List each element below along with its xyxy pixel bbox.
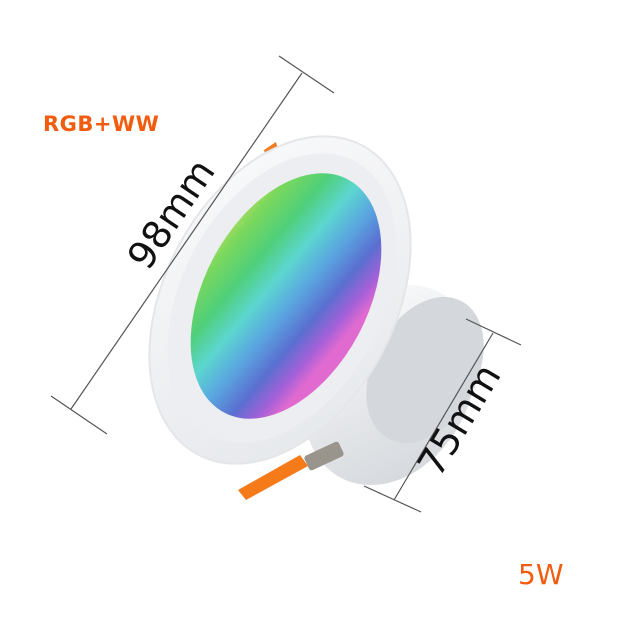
- dimension-line-diameter: [50, 55, 335, 435]
- rgb-light-panel: [190, 173, 382, 419]
- power-label: 5W: [518, 558, 564, 591]
- dimension-line-height: [363, 318, 522, 513]
- product-type-label: RGB+WW: [43, 112, 160, 136]
- spring-clip: [238, 441, 344, 500]
